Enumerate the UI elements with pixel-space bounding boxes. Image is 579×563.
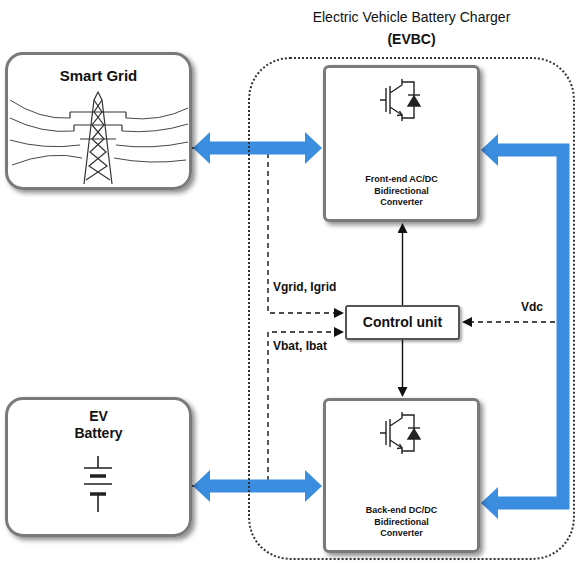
control-arrow: [402, 233, 403, 305]
box-label: Control unit: [357, 314, 448, 331]
converter-box: Back-end DC/DC Bidirectional Converter: [323, 398, 480, 553]
box-label: Front-end AC/DC Bidirectional Converter: [356, 174, 448, 209]
sense-line: [472, 321, 555, 322]
igbt-symbol: [380, 79, 420, 121]
control-arrow: [402, 340, 403, 387]
grid-panel: Smart Grid: [5, 52, 192, 190]
title-text: Electric Vehicle Battery Charger: [250, 9, 573, 26]
box-label: EV Battery: [64, 408, 134, 442]
box-label: Smart Grid: [14, 67, 184, 85]
igbt-symbol: [380, 412, 420, 454]
power-tower: [10, 92, 188, 184]
signal-label: Vbat, Ibat: [273, 339, 327, 353]
battery-panel: EV Battery: [5, 397, 192, 537]
title-text: (EVBC): [250, 31, 573, 48]
converter-box: Front-end AC/DC Bidirectional Converter: [323, 65, 480, 222]
power-flow-arrow: [210, 480, 305, 493]
power-flow-arrow: [498, 150, 563, 503]
box-label: Back-end DC/DC Bidirectional Converter: [356, 505, 448, 540]
power-flow-arrow: [210, 142, 305, 155]
measurement-line: [192, 332, 334, 486]
control-box: Control unit: [345, 305, 460, 340]
battery-symbol: [84, 456, 112, 512]
signal-label: Vdc: [521, 300, 543, 314]
signal-label: Vgrid, Igrid: [273, 280, 336, 294]
